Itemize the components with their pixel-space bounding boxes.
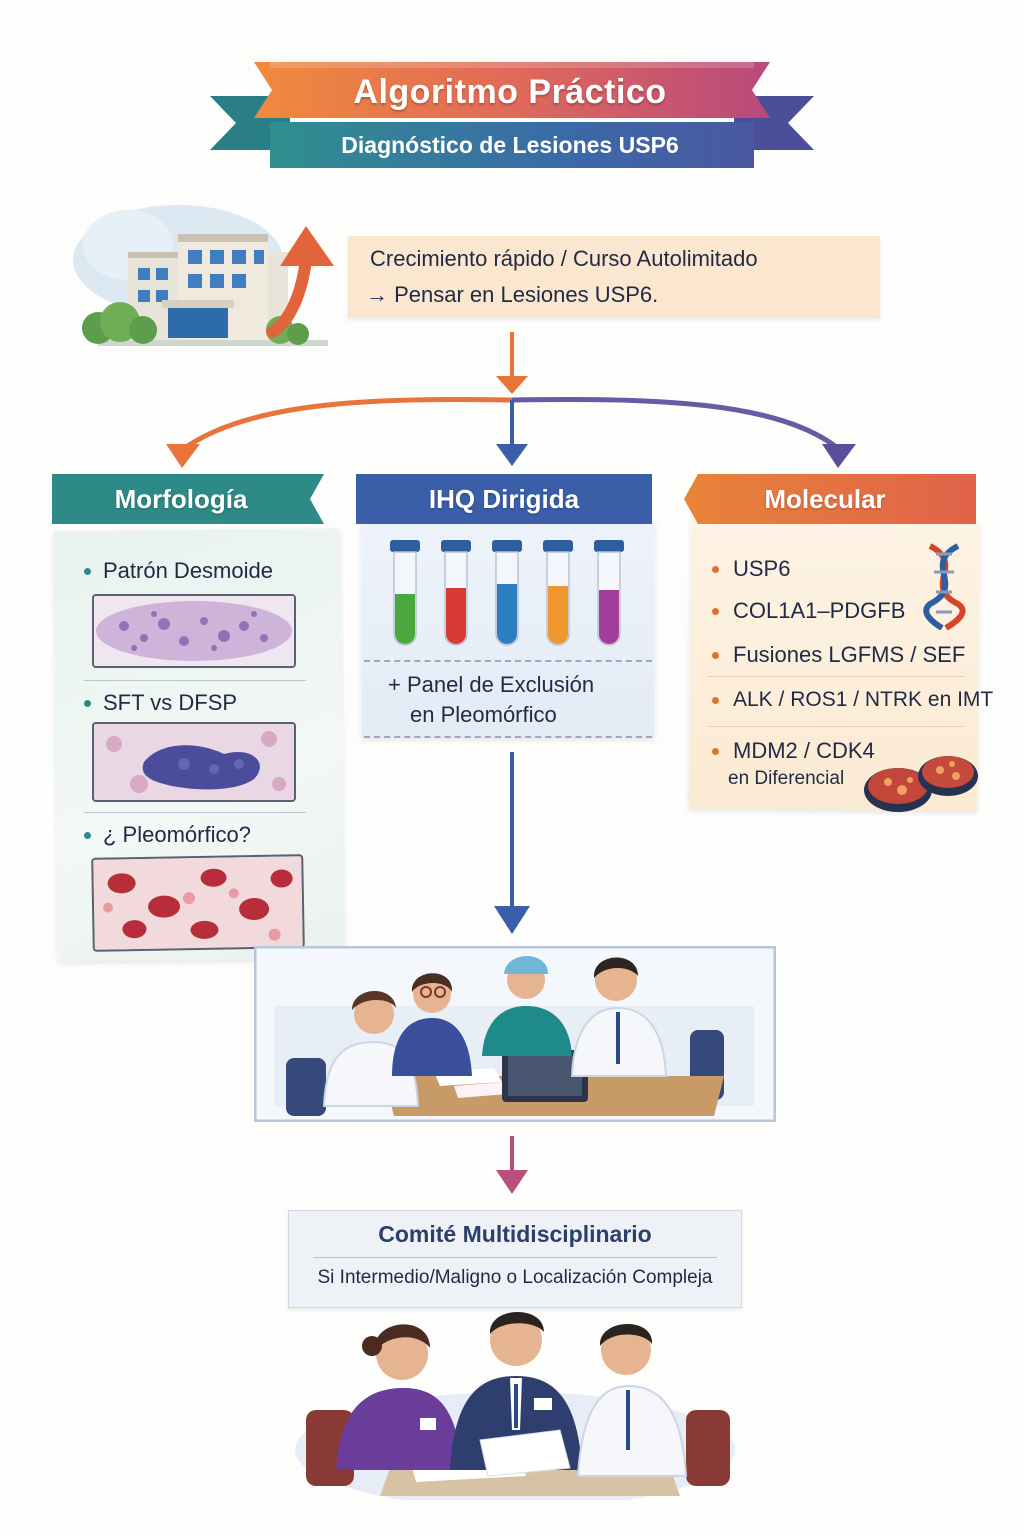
banner-title: Algoritmo Práctico [353, 72, 667, 111]
bullet-icon [712, 696, 719, 704]
dna-helix-icon [916, 542, 972, 630]
tissue-sample-dishes-icon [862, 746, 982, 816]
desmoid-pattern-image [92, 594, 296, 668]
bullet-icon [712, 565, 719, 573]
hospital-building-icon [58, 190, 348, 350]
molecular-item-1: USP6 [712, 556, 790, 582]
ihq-dashed-line [364, 660, 652, 662]
intro-note: Crecimiento rápido / Curso Autolimitado … [348, 236, 880, 318]
flow-connectors [0, 320, 1024, 970]
morfologia-item-3: ¿ Pleomórfico? [84, 822, 251, 848]
morfologia-title: Morfología [114, 483, 248, 514]
result-divider [313, 1257, 717, 1258]
molecular-item-label: COL1A1–PDGFB [733, 598, 906, 623]
bullet-icon [712, 651, 719, 659]
morfologia-item-label: Patrón Desmoide [103, 558, 273, 583]
title-banner [0, 0, 1024, 190]
bullet-icon [84, 831, 91, 839]
molecular-item-label: MDM2 / CDK4 [733, 738, 875, 763]
morfologia-item-1: Patrón Desmoide [84, 558, 273, 584]
molecular-item-4: ALK / ROS1 / NTRK en IMT [712, 688, 993, 712]
medical-team-discussion-illustration [254, 946, 776, 1122]
pleomorphic-image [91, 854, 305, 952]
ihq-header-ribbon [356, 474, 652, 524]
molecular-item-label: ALK / ROS1 / NTRK en IMT [733, 688, 994, 711]
molecular-item-2: COL1A1–PDGFB [712, 598, 905, 624]
molecular-item-3: Fusiones LGFMS / SEF [712, 642, 965, 668]
committee-result-box: Comité Multidisciplinario Si Intermedio/… [288, 1210, 742, 1308]
banner-subtitle: Diagnóstico de Lesiones USP6 [341, 131, 679, 158]
morfologia-item-label: SFT vs DFSP [103, 690, 238, 715]
bullet-icon [712, 747, 719, 755]
ihq-title: IHQ Dirigida [428, 483, 580, 514]
intro-line-1: Crecimiento rápido / Curso Autolimitado [370, 246, 758, 271]
sft-dfsp-image [92, 722, 296, 802]
molecular-header-ribbon [684, 474, 976, 524]
test-tubes-icon [382, 536, 634, 654]
morfologia-item-label: ¿ Pleomórfico? [103, 822, 251, 847]
morfologia-divider [84, 812, 306, 813]
molecular-item-5-detail: en Diferencial [728, 768, 845, 789]
ihq-note-line-1: + Panel de Exclusión [388, 672, 595, 697]
morfologia-divider [84, 680, 306, 681]
molecular-item-5: MDM2 / CDK4 [712, 738, 875, 764]
bullet-icon [712, 607, 719, 615]
growth-arrow-icon [262, 220, 352, 340]
molecular-divider [708, 676, 964, 677]
flow-arrow-result [490, 1136, 534, 1202]
morfologia-item-2: SFT vs DFSP [84, 690, 237, 716]
morfologia-header-ribbon [52, 474, 324, 524]
ihq-note-line-2: en Pleomórfico [410, 702, 557, 727]
ihq-dashed-line [364, 736, 652, 738]
molecular-title: Molecular [764, 483, 886, 514]
bullet-icon [84, 567, 91, 575]
molecular-item-label: Fusiones LGFMS / SEF [733, 642, 966, 667]
multidisciplinary-committee-illustration [290, 1300, 740, 1500]
molecular-item-label: USP6 [733, 556, 791, 581]
result-subtitle: Si Intermedio/Maligno o Localización Com… [317, 1267, 713, 1288]
molecular-divider [708, 726, 964, 727]
result-title: Comité Multidisciplinario [378, 1221, 652, 1247]
bullet-icon [84, 699, 91, 707]
intro-line-2: → Pensar en Lesiones USP6. [366, 282, 659, 307]
